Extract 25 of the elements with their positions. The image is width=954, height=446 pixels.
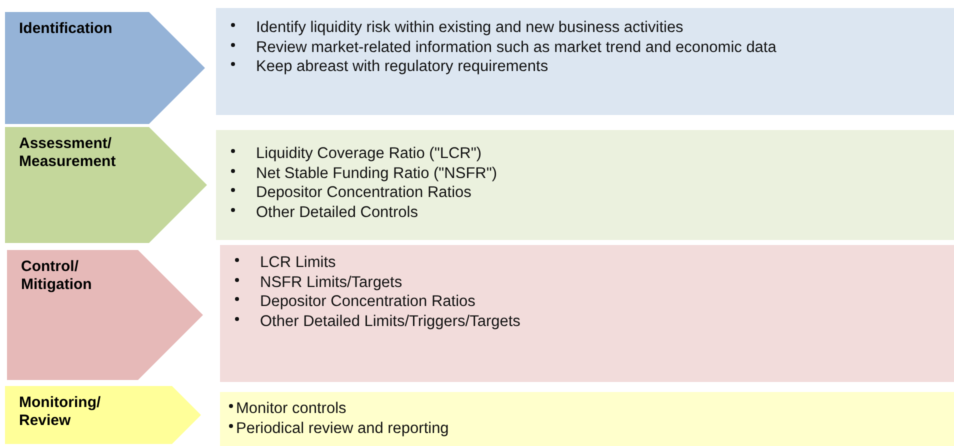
chevron-shape xyxy=(5,127,207,243)
bullet-item: Review market-related information such as market trend and economic data xyxy=(228,38,776,57)
bullet-item: Depositor Concentration Ratios xyxy=(228,183,472,202)
bullet-item: Keep abreast with regulatory requirements xyxy=(228,57,548,76)
bullet-item: Depositor Concentration Ratios xyxy=(232,292,476,312)
bullet-item: Liquidity Coverage Ratio ("LCR") xyxy=(228,144,482,164)
content-panel xyxy=(220,392,954,446)
bullet-item: NSFR Limits/Targets xyxy=(232,272,402,292)
stage-title: Monitoring/ Review xyxy=(19,394,102,430)
chevron-shape xyxy=(7,250,203,380)
bullet-item: Net Stable Funding Ratio ("NSFR") xyxy=(228,164,498,183)
bullet-item: Periodical review and reporting xyxy=(228,418,449,438)
stage-title: Identification xyxy=(19,20,114,38)
bullet-item: Other Detailed Limits/Triggers/Targets xyxy=(232,312,520,331)
content-panel xyxy=(220,245,954,382)
stage-title: Control/ Mitigation xyxy=(21,258,93,294)
chevron-shape xyxy=(5,386,201,444)
content-panel xyxy=(216,130,954,240)
bullet-item: Identify liquidity risk within existing and new business activities xyxy=(228,18,684,38)
content-panel xyxy=(216,8,954,115)
bullet-item: Monitor controls xyxy=(228,399,346,418)
bullet-item: LCR Limits xyxy=(232,253,336,272)
chevron-shape xyxy=(5,12,205,124)
stage-title: Assessment/ Measurement xyxy=(19,135,117,171)
bullet-item: Other Detailed Controls xyxy=(228,202,418,222)
